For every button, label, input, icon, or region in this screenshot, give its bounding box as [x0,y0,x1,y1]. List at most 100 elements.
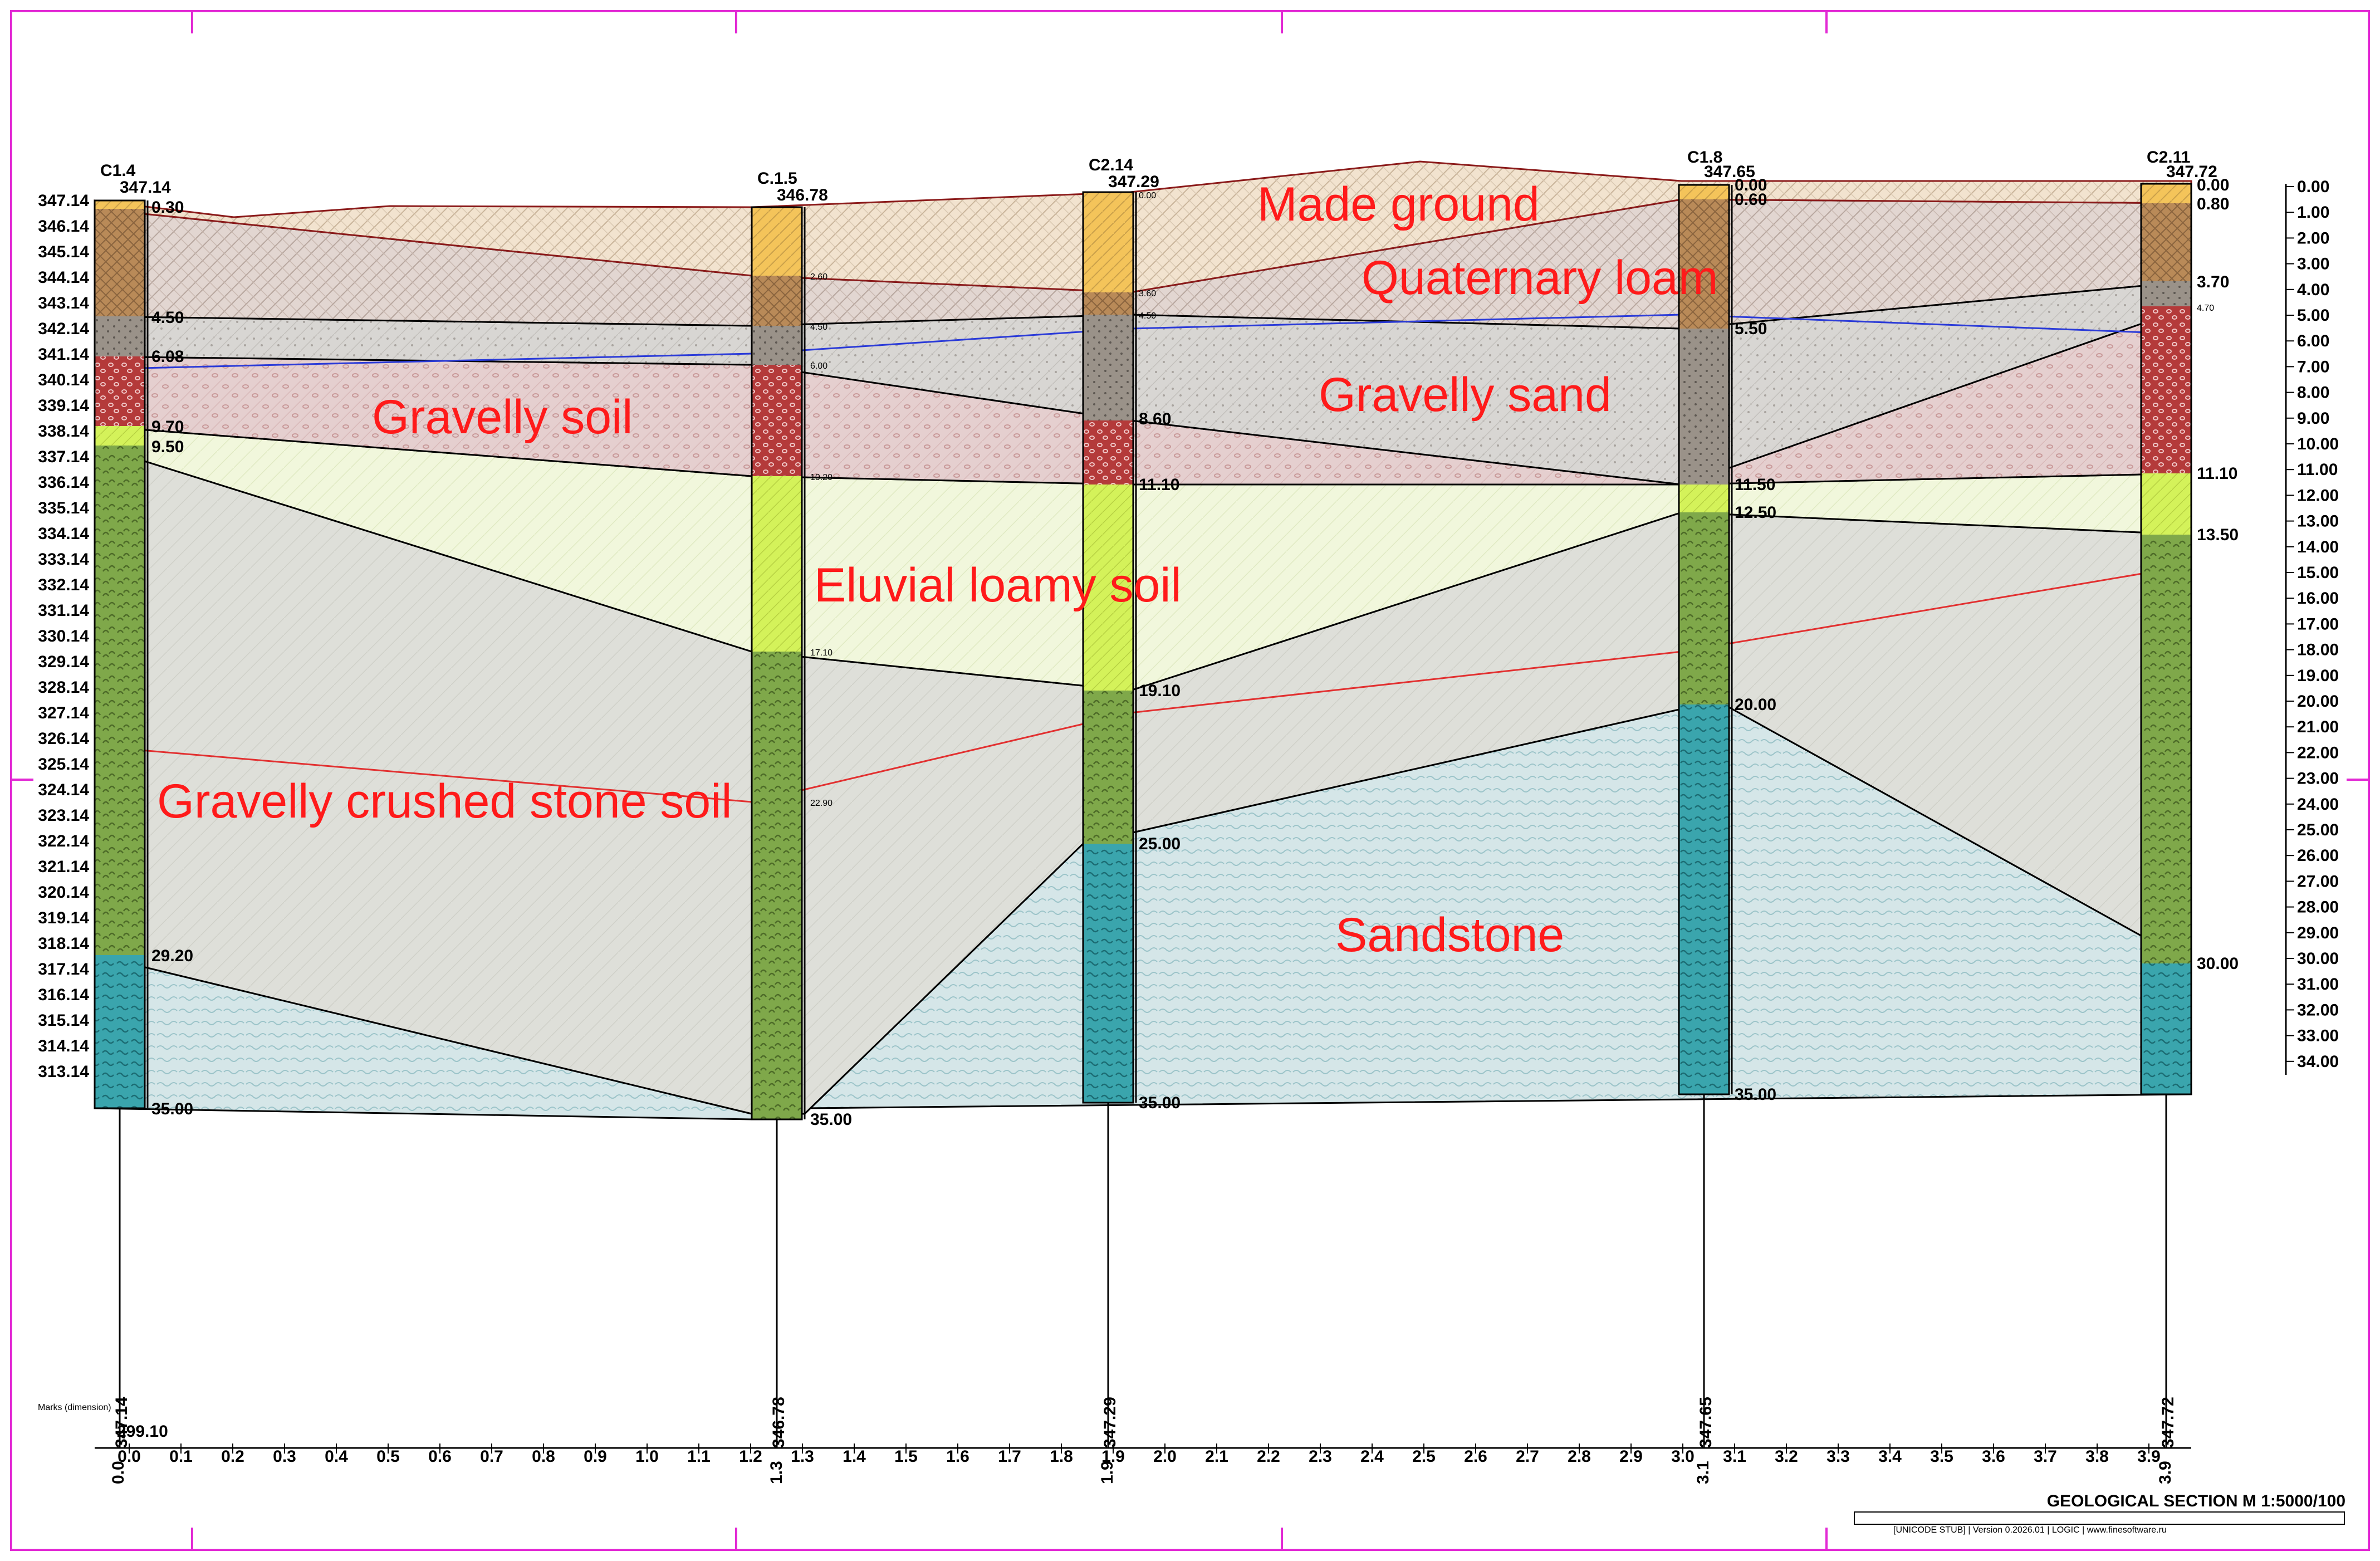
distance-tick-label: 3.1 [1723,1447,1746,1466]
distance-tick-label: 0.5 [376,1447,400,1466]
borehole-c1-5 [751,206,806,1120]
borehole-bottom-labels: 347.14 346.78 347.29 347.65 347.72 0.0 1… [109,1397,2177,1484]
elevation-tick-label: 321.14 [38,858,89,876]
depth-label: 4.50 [151,309,184,327]
depth-label: 0.00 [1735,176,1767,194]
elevation-tick-label: 346.14 [38,217,89,236]
depth-tick-label: 6.00 [2297,332,2329,350]
depth-tick-label: 1.00 [2297,203,2329,222]
borehole-id-c1-8: C1.8 [1687,148,1722,167]
depth-label: 35.00 [1735,1085,1776,1104]
depth-label: 11.10 [2197,464,2237,483]
elevation-tick-label: 316.14 [38,986,89,1004]
borehole-elev-c1-4: 347.14 [120,178,171,197]
depth-label: 25.00 [1139,835,1181,853]
bottom-elev-label: 347.65 [1697,1397,1715,1448]
bottom-elev-label: 346.78 [770,1397,788,1448]
elevation-tick-label: 323.14 [38,806,89,825]
depth-tick-label: 2.00 [2297,229,2329,247]
depth-label: 22.90 [810,799,832,808]
depth-label: 9.70 [151,418,184,436]
depth-tick-label: 17.00 [2297,615,2339,633]
depth-label: 29.20 [151,947,193,965]
distance-tick-label: 0.0 [117,1447,141,1466]
bottom-dist-label: 3.9 [2156,1461,2175,1484]
depth-tick-label: 12.00 [2297,486,2339,505]
elevation-tick-label: 329.14 [38,653,89,671]
distance-tick-label: 0.3 [273,1447,296,1466]
distance-tick-label: 2.6 [1464,1447,1487,1466]
elevation-tick-label: 327.14 [38,704,89,722]
distance-tick-label: 1.7 [998,1447,1021,1466]
elevation-tick-label: 325.14 [38,755,89,774]
distance-tick-label: 3.7 [2034,1447,2057,1466]
depth-scale: 0.001.002.003.004.005.006.007.008.009.00… [2286,178,2339,1071]
depth-label: 0.00 [1139,191,1156,200]
elevation-tick-label: 331.14 [38,601,89,620]
depth-tick-label: 3.00 [2297,255,2329,273]
depth-tick-label: 19.00 [2297,667,2339,685]
distance-tick-label: 0.6 [428,1447,452,1466]
borehole-id-c2-14: C2.14 [1089,156,1133,174]
elevation-tick-label: 320.14 [38,883,89,902]
depth-label: 4.70 [2197,304,2214,313]
depth-tick-label: 26.00 [2297,846,2339,865]
distance-tick-label: 3.9 [2137,1447,2161,1466]
distance-tick-label: 3.2 [1775,1447,1798,1466]
depth-tick-label: 32.00 [2297,1001,2339,1019]
depth-tick-label: 25.00 [2297,821,2339,839]
layer-labels: Made ground Quaternary loam Gravelly soi… [157,178,1718,962]
depth-tick-label: 30.00 [2297,950,2339,968]
elevation-tick-label: 340.14 [38,371,89,389]
depth-label: 0.30 [151,198,184,217]
depth-tick-label: 21.00 [2297,718,2339,736]
depth-label: 12.50 [1735,503,1776,522]
depth-tick-label: 27.00 [2297,872,2339,890]
depth-label: 3.70 [2197,273,2229,291]
distance-tick-label: 2.2 [1257,1447,1280,1466]
borehole-c2-11 [2140,183,2192,1095]
depth-tick-label: 10.00 [2297,435,2339,453]
bottom-dist-label: 1.3 [767,1461,786,1484]
distance-tick-label: 1.8 [1050,1447,1073,1466]
borehole-stems [119,1094,2167,1448]
distance-tick-label: 0.2 [221,1447,244,1466]
depth-label: 35.00 [151,1100,193,1118]
bottom-elev-label: 347.72 [2159,1397,2177,1448]
layers [94,160,2192,1120]
elevation-tick-label: 343.14 [38,294,89,312]
elevation-tick-label: 337.14 [38,448,89,466]
depth-tick-label: 22.00 [2297,743,2339,762]
depth-label: 35.00 [810,1110,852,1129]
depth-label: 9.50 [151,438,184,456]
depth-label: 5.50 [1735,320,1767,338]
distance-tick-label: 2.0 [1153,1447,1177,1466]
distance-tick-label: 3.6 [1982,1447,2005,1466]
depth-tick-label: 29.00 [2297,924,2339,942]
borehole-c1-8 [1678,184,1733,1095]
depth-label: 17.10 [810,648,832,658]
depth-tick-label: 7.00 [2297,358,2329,376]
elevation-tick-label: 341.14 [38,345,89,364]
borehole-id-c1-5: C.1.5 [757,169,797,188]
borehole-c2-14 [1082,191,1137,1104]
borehole-elev-c2-14: 347.29 [1108,173,1159,191]
elevation-tick-label: 345.14 [38,243,89,261]
distance-tick-label: 1.2 [739,1447,762,1466]
depth-label: 0.80 [2197,195,2229,213]
elevation-tick-label: 318.14 [38,934,89,953]
depth-tick-label: 5.00 [2297,306,2329,325]
depth-tick-label: 13.00 [2297,512,2339,531]
elevation-tick-label: 317.14 [38,960,89,978]
elevation-tick-label: 338.14 [38,422,89,441]
depth-tick-label: 16.00 [2297,589,2339,608]
depth-tick-label: 8.00 [2297,384,2329,402]
bottom-elev-label: 347.14 [112,1397,131,1448]
depth-label: 3.60 [1139,289,1156,299]
depth-label: 4.50 [810,322,827,332]
depth-tick-label: 20.00 [2297,692,2339,711]
distance-tick-label: 1.4 [843,1447,866,1466]
distance-tick-label: 0.9 [584,1447,607,1466]
distance-tick-label: 1.6 [946,1447,969,1466]
